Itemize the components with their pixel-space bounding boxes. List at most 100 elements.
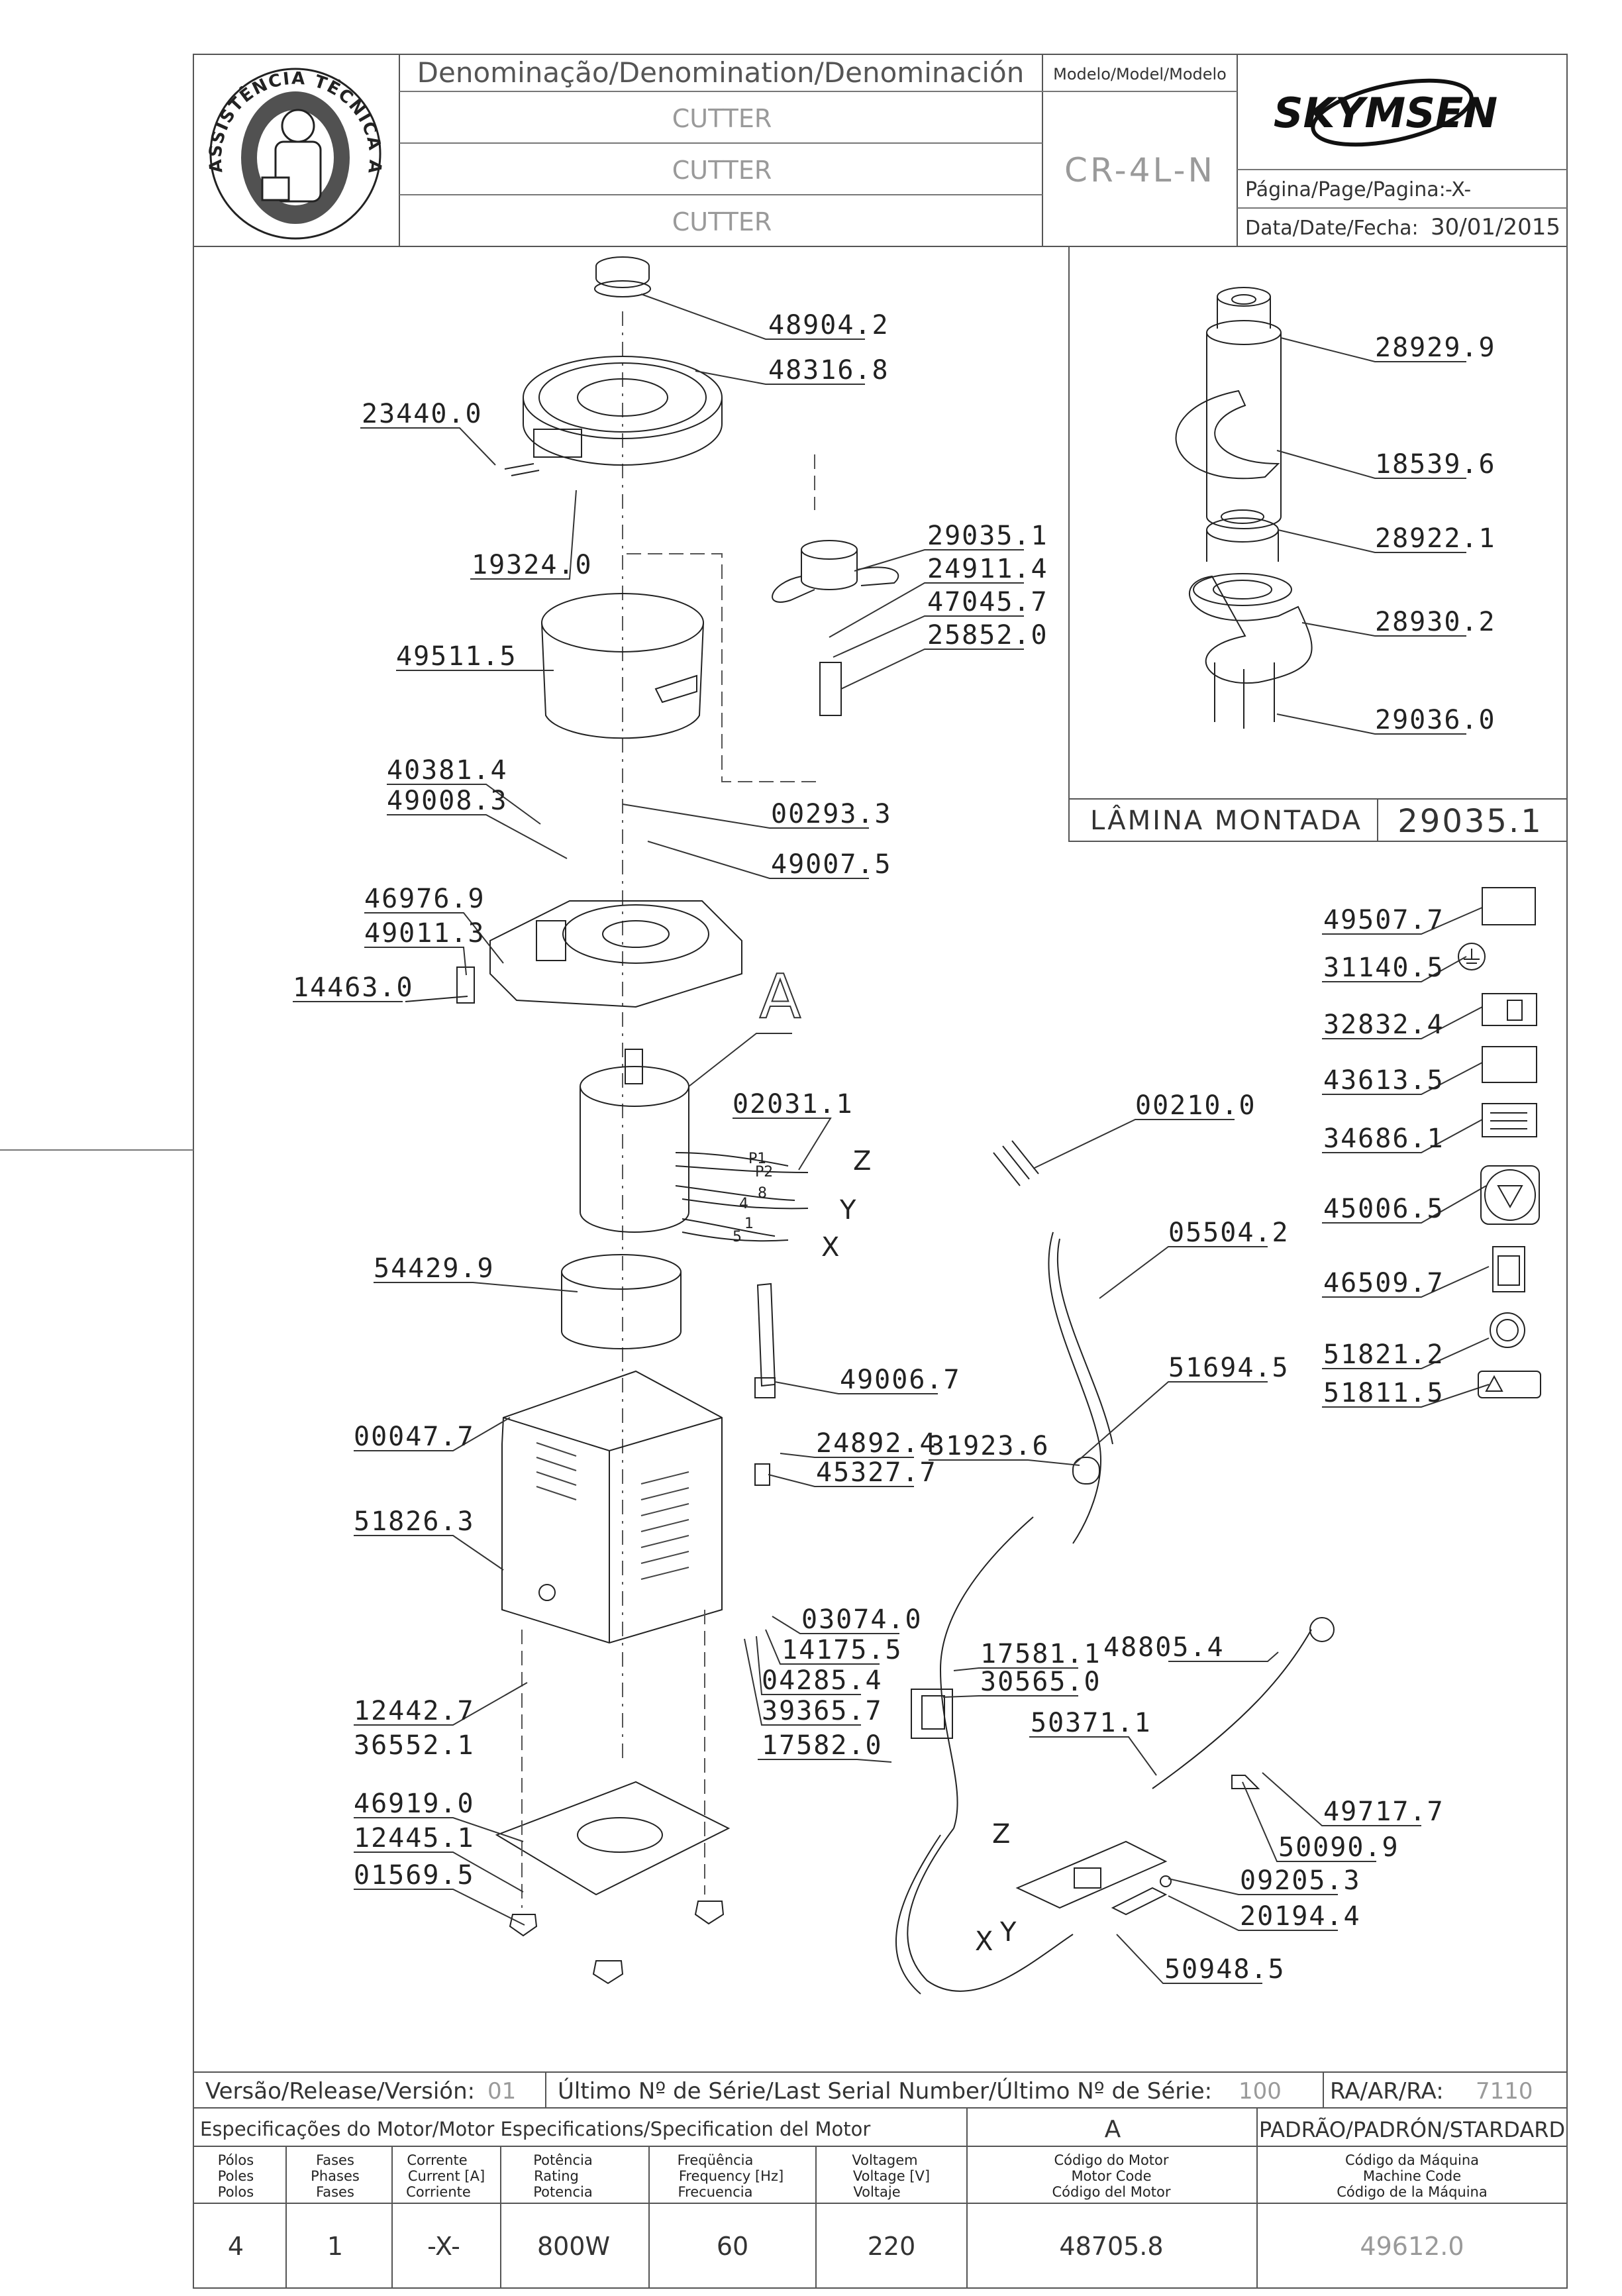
label-46976: 46976.9 — [364, 884, 485, 914]
label-20194: 20194.4 — [1240, 1901, 1361, 1932]
model-value: CR-4L-N — [1064, 151, 1215, 189]
seal-sticker-icon — [1490, 1313, 1525, 1347]
ra-value: 7110 — [1476, 2078, 1533, 2105]
inset-code: 29035.1 — [1397, 803, 1543, 840]
label-51821: 51821.2 — [1323, 1339, 1445, 1370]
label-48805: 48805.4 — [1103, 1632, 1225, 1663]
col-machine-code-l3: Código de la Máquina — [1337, 2184, 1487, 2200]
date-value: 30/01/2015 — [1431, 214, 1560, 240]
label-50090: 50090.9 — [1278, 1832, 1399, 1863]
denomination-en: CUTTER — [672, 156, 772, 185]
label-32832: 32832.4 — [1323, 1010, 1445, 1040]
col-voltage-l1: Voltagem — [852, 2152, 917, 2168]
label-02031: 02031.1 — [733, 1089, 854, 1120]
motor-group: A — [1105, 2116, 1121, 2143]
label-40381: 40381.4 — [387, 755, 508, 786]
col-phases-l1: Fases — [316, 2152, 354, 2168]
page-value: -X- — [1445, 178, 1471, 201]
wire-z: Z — [853, 1146, 871, 1176]
wire-5: 5 — [733, 1229, 742, 1245]
col-voltage-l3: Voltaje — [853, 2184, 900, 2200]
col-machine-code-l1: Código da Máquina — [1345, 2152, 1479, 2168]
date-label: Data/Date/Fecha: — [1245, 217, 1419, 240]
label-24911: 24911.4 — [927, 554, 1048, 584]
wire-p2: P2 — [755, 1164, 773, 1180]
label-17581: 17581.1 — [980, 1639, 1101, 1669]
value-rating: 800W — [537, 2232, 610, 2261]
motor-spec-label: Especificações do Motor/Motor Especifica… — [200, 2118, 870, 2140]
caution-sticker-icon — [1478, 1371, 1541, 1398]
label-49006: 49006.7 — [840, 1365, 961, 1395]
value-voltage: 220 — [868, 2232, 916, 2261]
label-31140: 31140.5 — [1323, 953, 1445, 983]
label-51826: 51826.3 — [354, 1506, 475, 1537]
brand-logo: SKYMSEN — [1274, 69, 1497, 157]
label-14175: 14175.5 — [782, 1635, 903, 1665]
label-30565: 30565.0 — [980, 1667, 1101, 1697]
label-49008: 49008.3 — [387, 786, 508, 816]
col-freq-l2: Frequency [Hz] — [679, 2168, 784, 2184]
label-46919: 46919.0 — [354, 1789, 475, 1819]
label-47045: 47045.7 — [927, 587, 1048, 617]
blank-label-icon — [1482, 1047, 1537, 1082]
version-value: 01 — [487, 2078, 516, 2105]
title-block: ASSISTÊNCIA TÉCNICA AUTORIZADA Denominaç… — [0, 0, 1567, 246]
label-14463: 14463.0 — [293, 972, 414, 1003]
label-12445: 12445.1 — [354, 1823, 475, 1853]
label-00047: 00047.7 — [354, 1422, 475, 1452]
denomination-es: CUTTER — [672, 207, 772, 236]
exploded-drawing — [405, 257, 1334, 1994]
standard-label: PADRÃO/PADRÓN/STARDARD — [1259, 2116, 1565, 2142]
label-23440: 23440.0 — [362, 399, 483, 429]
part-labels: 48904.2 48316.8 23440.0 19324.0 49511.5 … — [293, 310, 1445, 1985]
col-voltage-l2: Voltage [V] — [853, 2168, 930, 2184]
blade-assembly-drawing — [1176, 287, 1312, 729]
info-sticker-icon — [1482, 994, 1537, 1025]
label-24892: 24892.4 — [816, 1428, 937, 1459]
serial-label: Último Nº de Série/Last Serial Number/Úl… — [558, 2077, 1212, 2105]
label-49717: 49717.7 — [1323, 1797, 1445, 1827]
equipotential-sticker-icon — [1481, 1166, 1539, 1224]
label-00210: 00210.0 — [1135, 1090, 1256, 1121]
label-54429: 54429.9 — [374, 1253, 495, 1284]
value-phases: 1 — [327, 2232, 343, 2261]
wire-1: 1 — [744, 1216, 754, 1232]
label-05504: 05504.2 — [1168, 1218, 1290, 1248]
label-45327: 45327.7 — [816, 1457, 937, 1488]
col-freq-l1: Freqüência — [678, 2152, 754, 2168]
authorized-service-badge: ASSISTÊNCIA TÉCNICA AUTORIZADA — [0, 0, 383, 238]
label-49011: 49011.3 — [364, 918, 485, 949]
value-current: -X- — [427, 2232, 460, 2261]
denomination-pt: CUTTER — [672, 104, 772, 133]
serial-value: 100 — [1239, 2078, 1282, 2105]
wire-4: 4 — [739, 1196, 748, 1212]
rating-plate-icon — [1482, 888, 1535, 925]
col-current-l1: Corrente — [407, 2152, 467, 2168]
label-28922: 28922.1 — [1375, 523, 1496, 554]
col-current-l3: Corriente — [406, 2184, 471, 2200]
wire-8: 8 — [758, 1185, 767, 1202]
col-poles-l3: Polos — [218, 2184, 254, 2200]
label-51811: 51811.5 — [1323, 1378, 1445, 1408]
label-50371: 50371.1 — [1031, 1708, 1152, 1738]
label-48316: 48316.8 — [768, 355, 889, 386]
col-motor-code-l3: Código del Motor — [1052, 2184, 1171, 2200]
model-label: Modelo/Model/Modelo — [1053, 65, 1227, 83]
decals-column: 49507.7 31140.5 32832.4 43613.5 34686.1 … — [1322, 888, 1541, 1408]
brand-name: SKYMSEN — [1274, 89, 1497, 137]
label-28930: 28930.2 — [1375, 607, 1496, 637]
denomination-label: Denominação/Denomination/Denominación — [417, 56, 1025, 89]
label-48904: 48904.2 — [768, 310, 889, 340]
label-46509: 46509.7 — [1323, 1268, 1445, 1298]
wire-p1: P1 — [748, 1151, 766, 1167]
drawing-frame — [193, 54, 1567, 2288]
label-17582: 17582.0 — [762, 1730, 883, 1761]
value-machine-code: 49612.0 — [1360, 2232, 1464, 2261]
label-03074: 03074.0 — [801, 1604, 923, 1635]
col-machine-code-l2: Machine Code — [1363, 2168, 1461, 2184]
label-01569: 01569.5 — [354, 1860, 475, 1891]
label-29036: 29036.0 — [1375, 705, 1496, 735]
label-51694: 51694.5 — [1168, 1353, 1290, 1383]
value-poles: 4 — [228, 2232, 244, 2261]
label-34686: 34686.1 — [1323, 1123, 1445, 1154]
